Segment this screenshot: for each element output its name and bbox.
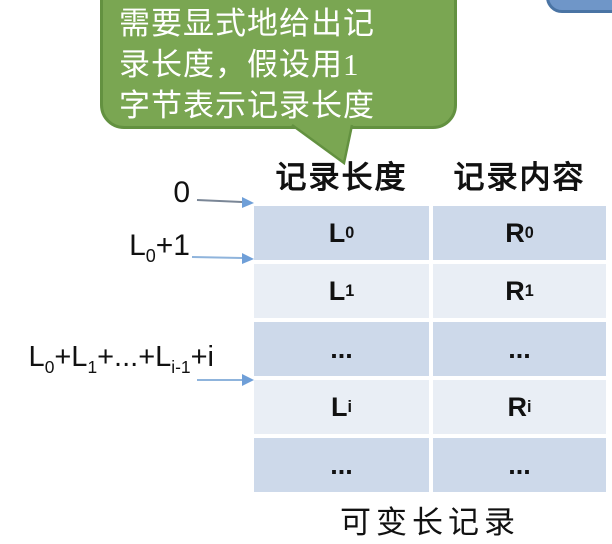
offset-arrow-2 [197, 374, 254, 386]
diagram-caption: 可变长记录 [340, 505, 520, 540]
offset-arrow-0 [196, 197, 254, 208]
cell-length-row4: ... [254, 438, 429, 492]
callout-text-line: 字节表示记录长度 [119, 88, 375, 123]
column-header-record-content: 记录内容 [453, 159, 586, 195]
offset-arrow-1 [191, 253, 254, 264]
cell-length-row2: ... [254, 322, 429, 376]
offset-label-1: L0+1 [129, 229, 190, 266]
column-header-record-length: 记录长度 [275, 159, 408, 195]
cell-content-row2: ... [433, 322, 606, 376]
offset-label-0: 0 [173, 176, 190, 209]
offset-label-2: L0+L1+...+Li-1+i [28, 341, 214, 377]
callout-text-line: 需要显式地给出记 [119, 6, 375, 41]
clipped-blue-shape [546, 0, 612, 13]
cell-content-row4: ... [433, 438, 606, 492]
callout-bubble: 需要显式地给出记 录长度，假设用1 字节表示记录长度 [100, 0, 457, 129]
callout-text-line: 录长度，假设用1 [119, 47, 360, 82]
